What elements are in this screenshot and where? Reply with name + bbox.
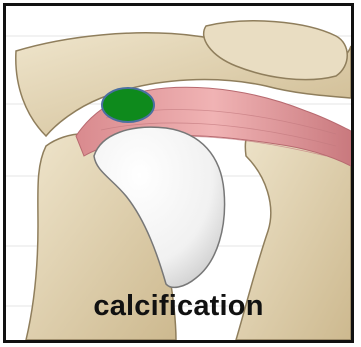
diagram-frame: calcification <box>3 3 354 343</box>
calcification-label: calcification <box>6 290 351 323</box>
calcification-marker <box>102 88 154 122</box>
